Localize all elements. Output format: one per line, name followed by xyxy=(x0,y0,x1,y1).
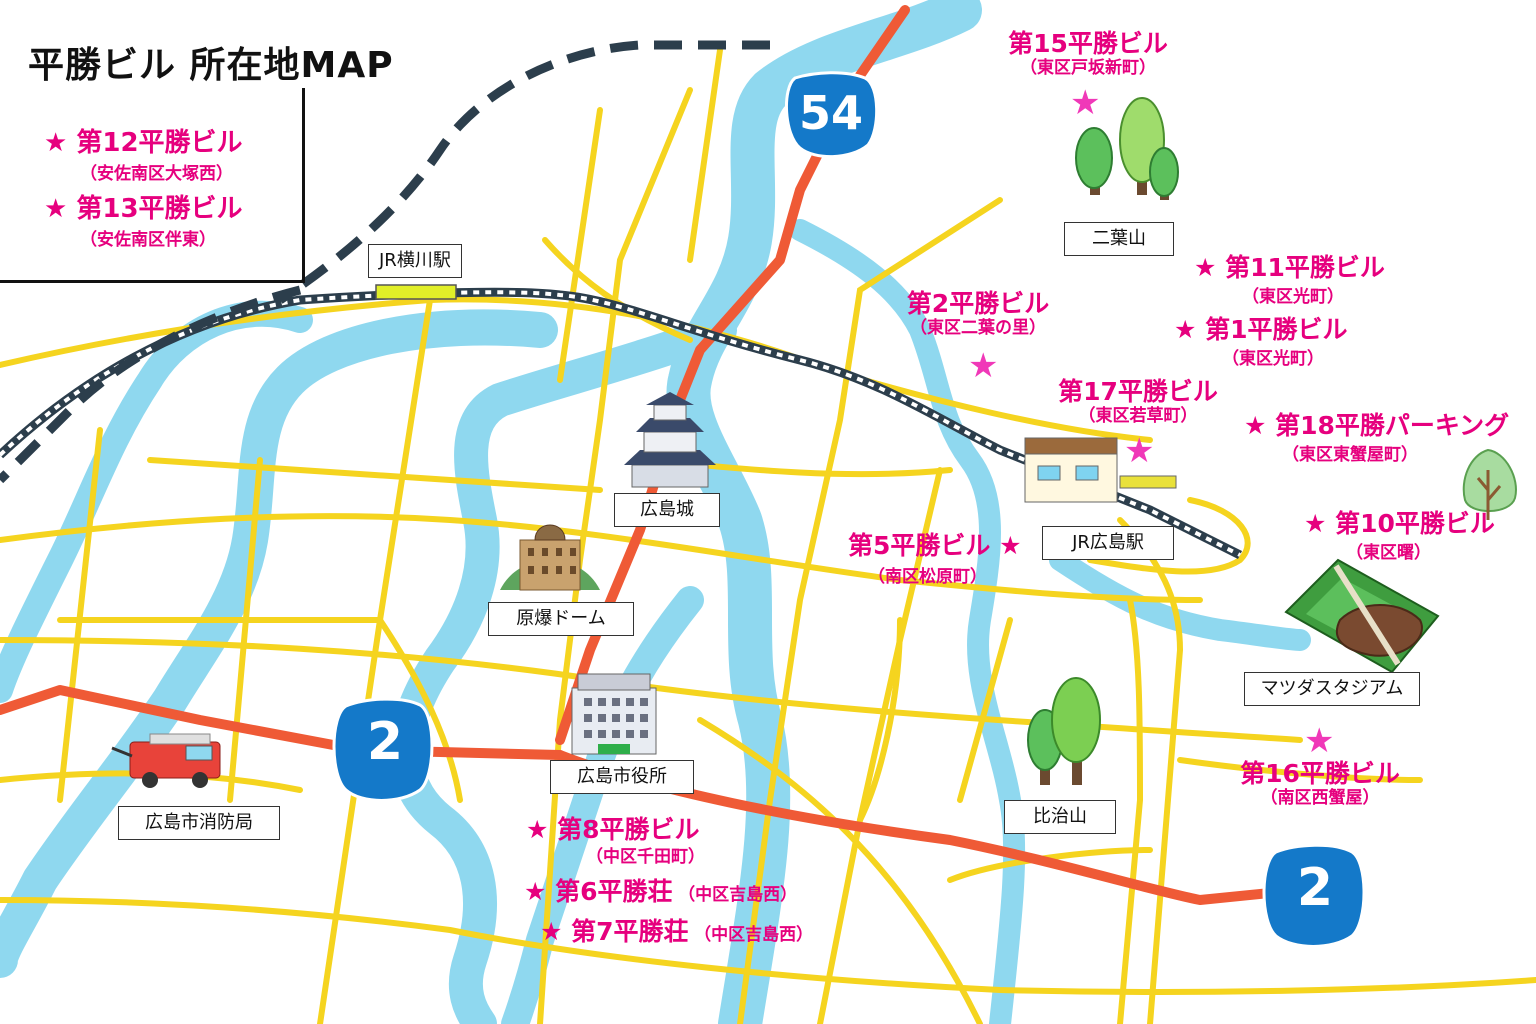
hijiyama-trees xyxy=(1027,677,1101,785)
landmark-jr-hiroshima-station[interactable]: JR広島駅 xyxy=(1042,526,1174,560)
landmark-hiroshima-castle[interactable]: 広島城 xyxy=(614,493,720,527)
road xyxy=(697,717,983,1024)
river-central xyxy=(501,586,704,1024)
landmark-city-hall[interactable]: 広島市役所 xyxy=(550,760,694,794)
road xyxy=(377,617,463,803)
road xyxy=(957,617,1013,803)
legend-item-name: ★ 第13平勝ビル xyxy=(44,194,243,224)
star-icon: ★ xyxy=(524,877,547,906)
rail-kabe-line-2 xyxy=(0,285,302,484)
landmark-mazda-stadium[interactable]: マツダスタジアム xyxy=(1244,672,1420,706)
property-label-1[interactable]: ★ 第1平勝ビル xyxy=(1174,315,1348,344)
route-shield-2-west xyxy=(332,697,434,802)
property-label-11[interactable]: ★ 第11平勝ビル xyxy=(1194,253,1385,282)
atomic-bomb-dome-illustration xyxy=(500,524,600,591)
property-label-18[interactable]: ★ 第18平勝パーキング xyxy=(1244,411,1510,440)
star-icon: ★ xyxy=(999,531,1022,560)
mazda-stadium-illustration xyxy=(1284,558,1440,674)
property-label-10[interactable]: ★ 第10平勝ビル xyxy=(1304,509,1495,538)
property-label-6[interactable]: ★ 第6平勝荘 （中区吉島西） xyxy=(524,877,798,906)
star-icon: ★ xyxy=(1194,253,1217,282)
river-far-west xyxy=(0,309,558,978)
river-east-branch xyxy=(1049,549,1311,651)
property-label-8[interactable]: ★ 第8平勝ビル xyxy=(526,815,700,844)
road xyxy=(542,237,693,343)
property-address-10: （東区曙） xyxy=(1346,543,1431,563)
property-label-5[interactable]: 第5平勝ビル ★ xyxy=(848,531,1022,560)
star-icon: ★ xyxy=(1304,509,1327,538)
star-icon[interactable]: ★ xyxy=(968,346,999,386)
legend-item-address: （安佐南区大塚西） xyxy=(80,164,233,184)
legend-item-name: ★ 第12平勝ビル xyxy=(44,128,243,158)
road xyxy=(857,617,903,823)
landmark-fire-department[interactable]: 広島市消防局 xyxy=(118,806,280,840)
star-icon: ★ xyxy=(44,194,68,224)
star-icon: ★ xyxy=(1244,411,1267,440)
legend-item-address: （安佐南区伴東） xyxy=(80,230,216,250)
tree-east xyxy=(1462,448,1517,520)
property-address-11: （東区光町） xyxy=(1242,287,1344,307)
legend-item-12: ★ 第12平勝ビル （安佐南区大塚西） xyxy=(44,122,243,184)
road xyxy=(0,897,1536,995)
legend-item-13: ★ 第13平勝ビル （安佐南区伴東） xyxy=(44,188,243,250)
road xyxy=(737,197,1003,1024)
property-label-2[interactable]: 第2平勝ビル （東区二葉の里） xyxy=(906,289,1050,338)
futabayama-trees xyxy=(1075,97,1179,200)
legend-box xyxy=(0,88,305,283)
route-number-2-east: 2 xyxy=(1296,858,1334,918)
route-number-54: 54 xyxy=(798,86,863,140)
hiroshima-castle-illustration xyxy=(624,392,716,488)
property-address-5: （南区松原町） xyxy=(868,567,987,587)
rail-kabe-line xyxy=(277,40,770,304)
road xyxy=(147,457,603,493)
landmark-futabayama[interactable]: 二葉山 xyxy=(1064,222,1174,256)
landmark-atomic-bomb-dome[interactable]: 原爆ドーム xyxy=(488,602,634,636)
river-west xyxy=(389,313,737,1024)
property-address-8: （中区千田町） xyxy=(586,847,705,867)
landmark-hijiyama[interactable]: 比治山 xyxy=(1004,800,1116,834)
star-icon: ★ xyxy=(540,917,563,946)
yokogawa-platform xyxy=(375,284,457,300)
road xyxy=(1117,597,1144,1024)
route-shield-2-east xyxy=(1262,843,1366,948)
fire-truck-illustration xyxy=(111,733,221,788)
road xyxy=(227,457,263,803)
star-icon: ★ xyxy=(44,128,68,158)
river-east xyxy=(789,219,1026,1024)
highway-2-west xyxy=(0,685,565,760)
star-icon: ★ xyxy=(1174,315,1197,344)
river-main xyxy=(666,0,982,1024)
road xyxy=(947,847,1153,883)
road xyxy=(557,107,603,383)
road xyxy=(1177,757,1423,783)
route-shield-54 xyxy=(785,71,879,159)
city-hall-illustration xyxy=(571,673,657,755)
star-icon[interactable]: ★ xyxy=(1124,431,1155,471)
property-label-15[interactable]: 第15平勝ビル （東区戸坂新町） xyxy=(1008,29,1168,78)
star-icon[interactable]: ★ xyxy=(1070,83,1101,123)
road xyxy=(57,427,103,803)
route-number-2-west: 2 xyxy=(366,712,404,772)
road xyxy=(817,467,943,1024)
landmark-jr-yokogawa-station[interactable]: JR横川駅 xyxy=(368,244,462,278)
star-icon: ★ xyxy=(526,815,549,844)
road xyxy=(687,47,723,263)
hiroshima-station-illustration xyxy=(1024,437,1177,503)
property-label-17[interactable]: 第17平勝ビル （東区若草町） xyxy=(1058,377,1218,426)
map-title: 平勝ビル 所在地MAP xyxy=(28,45,394,86)
property-label-7[interactable]: ★ 第7平勝荘 （中区吉島西） xyxy=(540,917,814,946)
property-address-1: （東区光町） xyxy=(1222,349,1324,369)
property-label-16[interactable]: 第16平勝ビル （南区西蟹屋） xyxy=(1240,759,1400,808)
property-address-18: （東区東蟹屋町） xyxy=(1282,445,1418,465)
star-icon[interactable]: ★ xyxy=(1304,721,1335,761)
road xyxy=(1087,497,1251,575)
